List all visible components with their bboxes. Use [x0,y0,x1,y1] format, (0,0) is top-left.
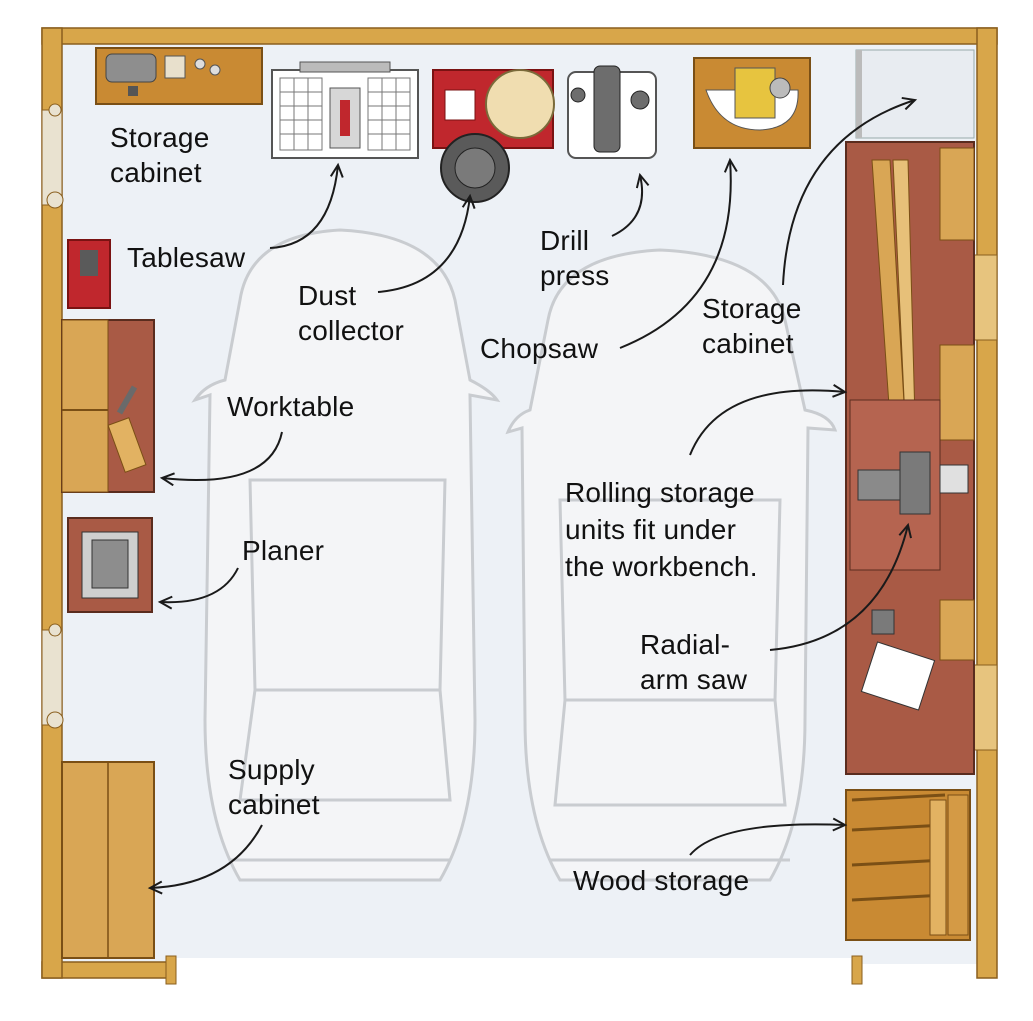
car-left [191,228,501,882]
tablesaw [271,61,419,159]
label-radial-arm-saw: Radial- arm saw [640,629,748,695]
label-planer: Planer [242,535,325,566]
chopsaw-station [693,57,811,149]
car-right [505,248,838,882]
label-storage-cabinet-right: Storage cabinet [702,293,802,359]
leader-arrows [147,96,918,895]
label-drill-press: Drill press [540,225,610,291]
worktable [61,319,155,493]
drill-press [567,65,657,159]
storage-cabinet-top-left [95,47,263,105]
label-storage-cabinet-top-left: Storage cabinet [110,122,210,188]
label-dust-collector: Dust collector [298,280,405,346]
dust-collector [432,69,555,203]
label-worktable: Worktable [227,391,355,422]
label-rolling-storage: Rolling storage units fit under the work… [565,477,758,582]
label-supply-cabinet: Supply cabinet [228,754,320,820]
wood-storage-rack [845,789,971,941]
label-tablesaw: Tablesaw [127,242,246,273]
right-workbench [845,141,975,775]
garage-door-opening [165,955,863,985]
grinder-stand [67,239,111,309]
supply-cabinet [61,761,155,959]
label-chopsaw: Chopsaw [480,333,599,364]
planer [67,517,153,613]
storage-cabinet-top-right [855,49,975,139]
side-door [41,103,64,729]
label-wood-storage: Wood storage [573,865,750,896]
